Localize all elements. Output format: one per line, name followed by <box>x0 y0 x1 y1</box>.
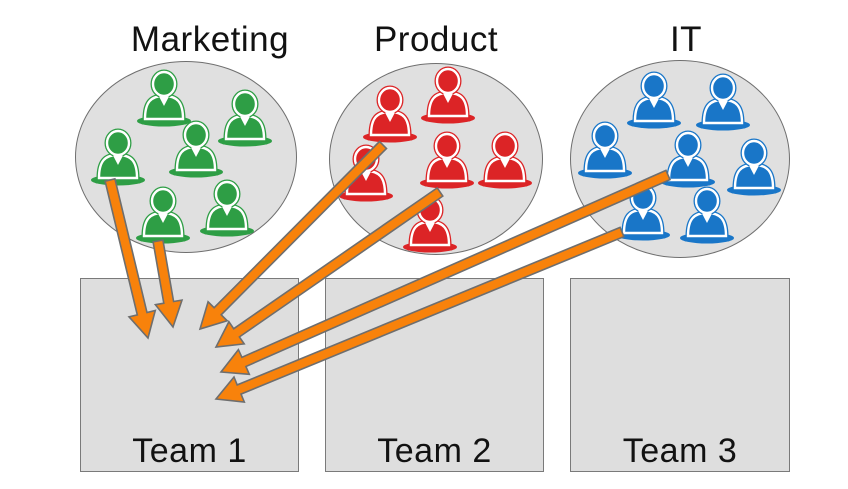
group-ellipse-marketing <box>75 61 297 253</box>
group-label-it: IT <box>669 20 703 59</box>
group-label-product: Product <box>373 20 499 59</box>
team-label-2: Team 2 <box>377 432 492 470</box>
team-box-3: Team 3 <box>570 278 790 472</box>
team-label-1: Team 1 <box>132 432 247 470</box>
group-ellipse-it <box>570 60 790 258</box>
group-label-marketing: Marketing <box>130 20 290 59</box>
team-label-3: Team 3 <box>622 432 738 470</box>
team-box-2: Team 2 <box>325 278 544 472</box>
group-ellipse-product <box>329 63 543 255</box>
team-box-1: Team 1 <box>80 278 299 472</box>
